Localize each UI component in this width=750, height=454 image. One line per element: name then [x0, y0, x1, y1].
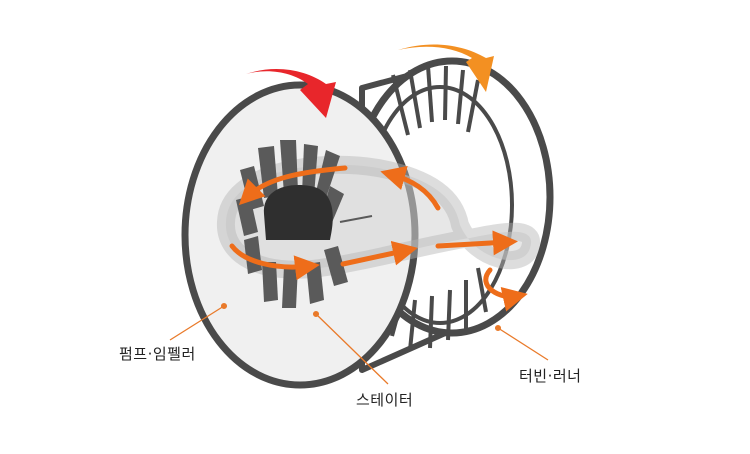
flow-arrow-top-left — [238, 165, 348, 206]
turbine-runner-label: 터빈·러너 — [519, 367, 582, 385]
stator-hub — [263, 185, 333, 240]
input-rotation-arrow — [246, 69, 336, 118]
flow-arrows — [229, 165, 528, 312]
flow-arrow-turbine-right — [435, 230, 518, 256]
flow-arrow-left-bottom — [229, 243, 320, 281]
flow-arrow-top-right — [380, 165, 441, 211]
leader-lines — [169, 302, 549, 385]
pump-impeller-label: 펌프·임펠러 — [119, 345, 196, 363]
flow-arrow-turbine-loop — [483, 267, 528, 312]
flow-arrow-middle — [340, 240, 418, 267]
stator-label: 스테이터 — [356, 391, 414, 409]
output-rotation-arrow — [398, 44, 494, 92]
